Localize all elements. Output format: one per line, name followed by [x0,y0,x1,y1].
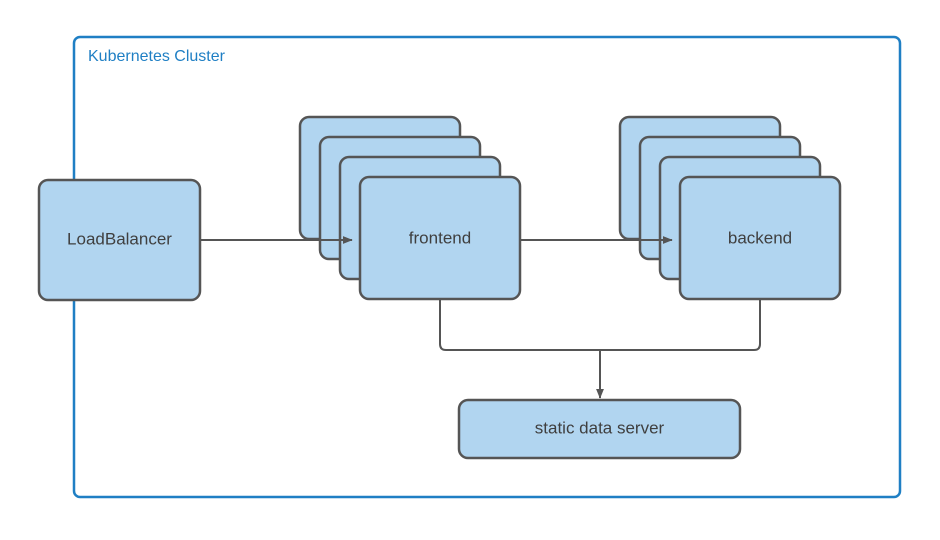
edge-frontend-to-static[interactable] [439,299,600,351]
node-label: frontend [409,228,471,247]
edge-line [600,299,761,351]
edge-line [439,299,600,351]
node-label: LoadBalancer [67,229,172,248]
node-shape [457,398,742,460]
node-shape [678,175,842,301]
node-backend[interactable]: backend [618,115,842,301]
node-label: backend [728,228,792,247]
node-label: static data server [535,418,665,437]
edge-backend-to-static[interactable] [600,299,761,351]
node-frontend[interactable]: frontend [298,115,522,301]
node-static-data-server[interactable]: static data server [457,398,742,460]
node-shape [358,175,522,301]
node-shape [37,178,202,302]
cluster-title: Kubernetes Cluster [88,48,226,65]
node-loadbalancer[interactable]: LoadBalancer [37,178,202,302]
